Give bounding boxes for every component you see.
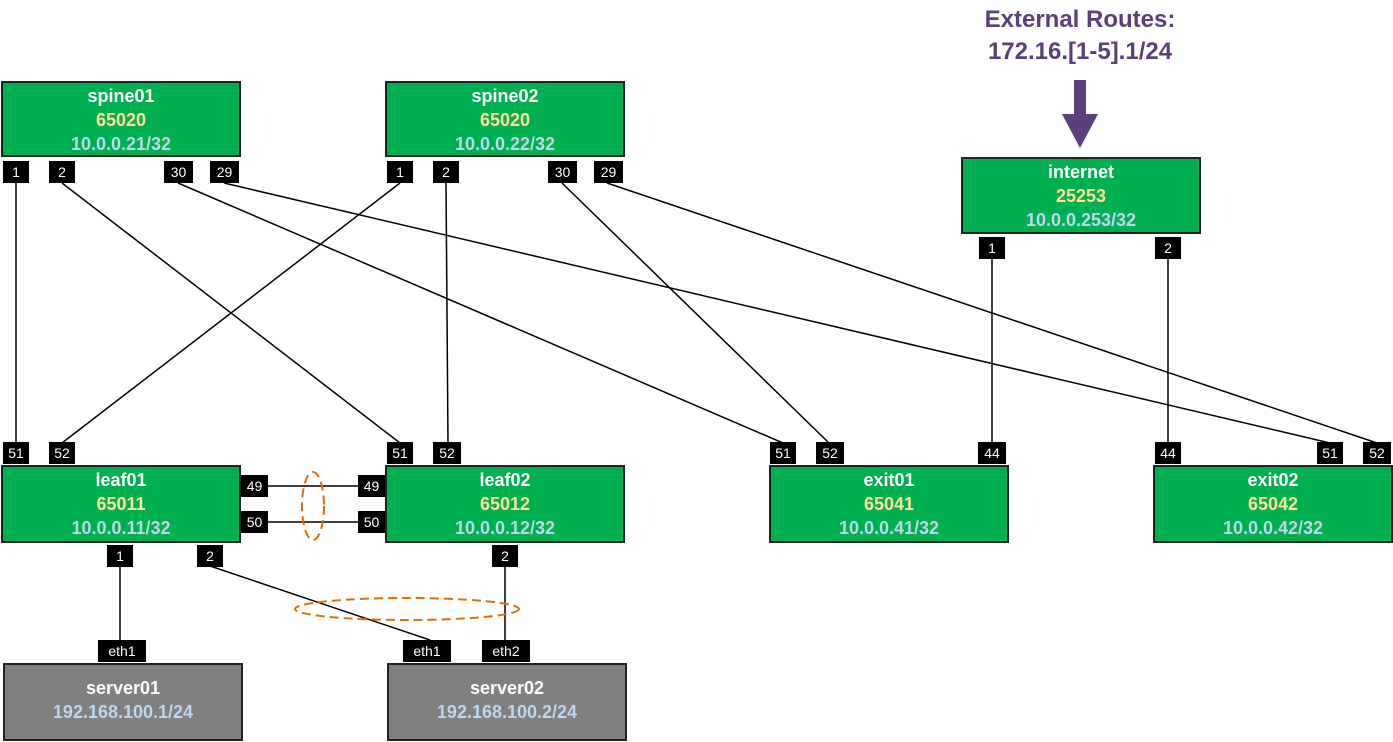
node-ip: 10.0.0.11/32 <box>71 518 171 538</box>
link-spine02-2-leaf02-52 <box>445 182 449 444</box>
node-asn: 65042 <box>1247 494 1299 514</box>
node-ip: 10.0.0.42/32 <box>1222 518 1324 538</box>
port-internet-1[interactable]: 1 <box>979 237 1005 259</box>
link-spine02-1-leaf01-52 <box>61 182 401 444</box>
node-ip: 10.0.0.21/32 <box>70 134 172 154</box>
port-spine02-29[interactable]: 29 <box>594 161 623 183</box>
port-leaf02-50[interactable]: 50 <box>358 511 385 533</box>
node-ip: 192.168.100.1/24 <box>52 702 194 722</box>
port-exit02-44[interactable]: 44 <box>1155 442 1181 464</box>
node-server02[interactable]: server02 192.168.100.2/24 <box>387 663 627 741</box>
node-ip: 192.168.100.2/24 <box>436 702 578 722</box>
node-name: exit02 <box>1247 470 1299 490</box>
port-leaf01-49[interactable]: 49 <box>241 475 268 497</box>
node-exit01[interactable]: exit01 65041 10.0.0.41/32 <box>769 465 1009 543</box>
node-asn: 65012 <box>479 494 531 514</box>
port-server02-eth1[interactable]: eth1 <box>403 640 451 662</box>
port-spine01-2[interactable]: 2 <box>49 161 75 183</box>
server02-bond-ellipse <box>294 597 520 621</box>
port-spine01-29[interactable]: 29 <box>210 161 239 183</box>
external-routes-prefix: 172.16.[1-5].1/24 <box>987 38 1173 65</box>
link-spine01-30-exit01-51 <box>177 182 784 444</box>
port-leaf01-51[interactable]: 51 <box>3 442 29 464</box>
port-leaf02-51[interactable]: 51 <box>387 442 413 464</box>
port-leaf01-2[interactable]: 2 <box>197 545 223 567</box>
external-routes-title: External Routes: <box>984 6 1176 33</box>
node-ip: 10.0.0.22/32 <box>454 134 556 154</box>
node-name: leaf01 <box>95 470 147 490</box>
port-leaf02-49[interactable]: 49 <box>358 475 385 497</box>
node-asn: 25253 <box>1055 186 1107 206</box>
node-ip: 10.0.0.253/32 <box>1025 210 1137 230</box>
port-leaf02-2[interactable]: 2 <box>492 545 518 567</box>
node-ip: 10.0.0.41/32 <box>838 518 940 538</box>
port-leaf02-52[interactable]: 52 <box>433 442 461 464</box>
node-spine01[interactable]: spine01 65020 10.0.0.21/32 <box>1 81 241 157</box>
node-name: exit01 <box>863 470 915 490</box>
node-asn: 65020 <box>479 110 531 130</box>
node-asn: 65041 <box>863 494 915 514</box>
peerlink-bond-ellipse <box>301 471 325 541</box>
port-spine02-2[interactable]: 2 <box>433 161 459 183</box>
port-spine02-30[interactable]: 30 <box>548 161 577 183</box>
node-name: server02 <box>469 678 545 698</box>
node-name: internet <box>1047 162 1114 182</box>
port-exit02-51[interactable]: 51 <box>1317 442 1343 464</box>
port-exit02-52[interactable]: 52 <box>1363 442 1391 464</box>
link-spine01-29-exit02-51 <box>223 182 1331 444</box>
node-leaf02[interactable]: leaf02 65012 10.0.0.12/32 <box>385 465 625 543</box>
port-spine01-1[interactable]: 1 <box>3 161 29 183</box>
link-spine02-30-exit01-52 <box>561 182 830 444</box>
node-name: spine01 <box>87 86 155 106</box>
node-leaf01[interactable]: leaf01 65011 10.0.0.11/32 <box>1 465 241 543</box>
port-internet-2[interactable]: 2 <box>1155 237 1181 259</box>
node-spine02[interactable]: spine02 65020 10.0.0.22/32 <box>385 81 625 157</box>
port-server02-eth2[interactable]: eth2 <box>482 640 530 662</box>
node-server01[interactable]: server01 192.168.100.1/24 <box>3 663 243 741</box>
port-leaf01-52[interactable]: 52 <box>49 442 75 464</box>
node-ip: 10.0.0.12/32 <box>454 518 556 538</box>
node-exit02[interactable]: exit02 65042 10.0.0.42/32 <box>1153 465 1393 543</box>
port-exit01-44[interactable]: 44 <box>978 442 1006 464</box>
node-name: spine02 <box>471 86 539 106</box>
node-name: leaf02 <box>479 470 531 490</box>
node-asn: 65011 <box>96 494 146 514</box>
external-routes-arrow <box>1062 80 1098 148</box>
node-name: server01 <box>85 678 161 698</box>
node-internet[interactable]: internet 25253 10.0.0.253/32 <box>961 157 1201 234</box>
port-leaf01-50[interactable]: 50 <box>241 511 268 533</box>
node-asn: 65020 <box>95 110 147 130</box>
port-leaf01-1[interactable]: 1 <box>107 545 133 567</box>
port-spine01-30[interactable]: 30 <box>164 161 193 183</box>
external-routes-label: External Routes: 172.16.[1-5].1/24 <box>930 4 1230 68</box>
port-spine02-1[interactable]: 1 <box>387 161 413 183</box>
port-exit01-52[interactable]: 52 <box>816 442 844 464</box>
port-exit01-51[interactable]: 51 <box>770 442 796 464</box>
port-server01-eth1[interactable]: eth1 <box>98 640 146 662</box>
